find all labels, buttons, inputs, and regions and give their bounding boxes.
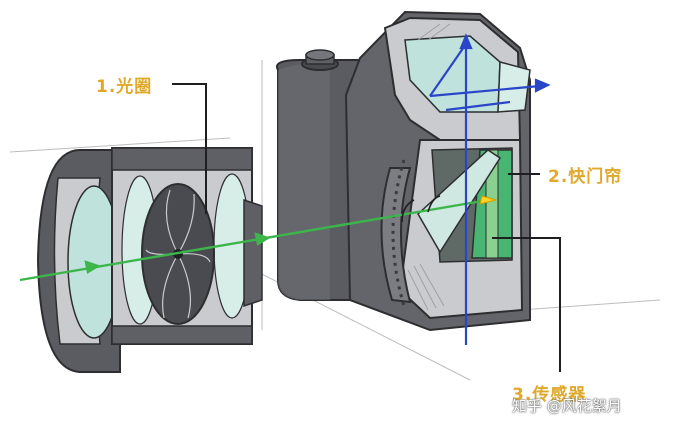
leader-lines	[172, 83, 561, 372]
aperture-label: 1.光圈	[96, 77, 153, 97]
camera-body	[276, 10, 531, 332]
shutter-indicator-arrow	[479, 195, 498, 205]
shutter-motion-arrows	[401, 195, 441, 223]
watermark: 知乎 @风花絮月	[512, 397, 622, 415]
sensor-label: 3.传感器	[512, 385, 587, 405]
light-path-green	[19, 198, 489, 282]
lens-assembly	[36, 147, 263, 373]
shutter-curtain-label: 2.快门帘	[548, 167, 623, 187]
light-path-blue	[429, 33, 551, 345]
